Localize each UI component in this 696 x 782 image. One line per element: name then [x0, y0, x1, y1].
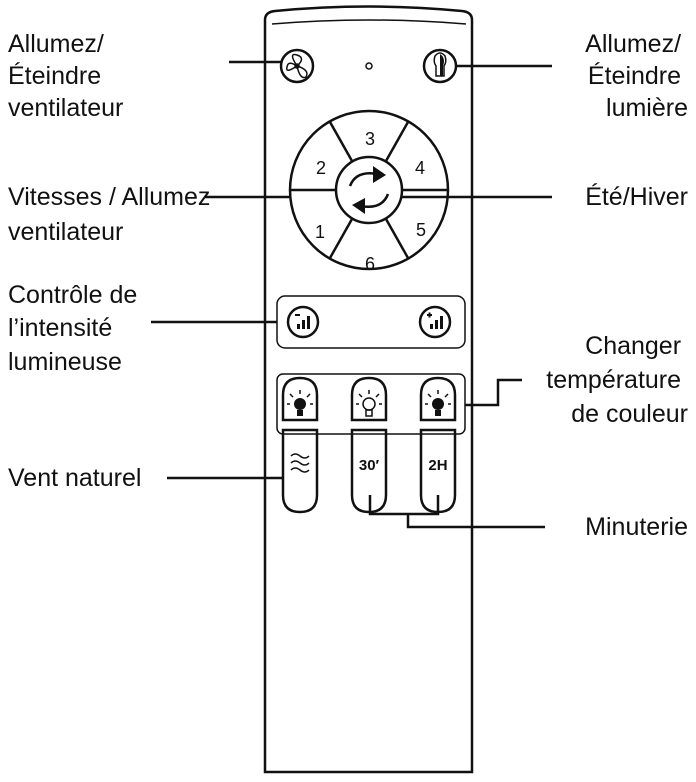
speed-button-3[interactable]: 3	[365, 129, 375, 149]
brightness-down-icon	[295, 314, 310, 329]
timer-30-label: 30′	[359, 457, 380, 474]
bulb-cool-icon	[356, 390, 382, 417]
speed-button-2[interactable]: 2	[316, 158, 326, 178]
color-neutral-button[interactable]	[419, 376, 457, 422]
color-temp-label: Changer température de couleur	[546, 332, 688, 428]
fan-power-button[interactable]	[279, 48, 315, 84]
summer-winter-icon	[348, 166, 390, 214]
light-power-button[interactable]	[422, 48, 458, 84]
light-power-label: Allumez/ Éteindre lumière	[585, 30, 688, 122]
wind-icon	[290, 453, 310, 473]
speed-button-5[interactable]: 5	[416, 220, 426, 240]
remote-top-edge	[271, 19, 467, 25]
dim-down-button[interactable]	[286, 305, 320, 339]
remote-body	[263, 5, 474, 774]
bulb-icon	[433, 52, 447, 77]
natural-wind-label: Vent naturel	[8, 464, 141, 492]
fan-power-label: Allumez/ Éteindre ventilateur	[8, 30, 123, 122]
callout-lines	[151, 60, 552, 529]
speeds-label: Vitesses / Allumez ventilateur	[8, 183, 217, 246]
bulb-neutral-icon	[425, 390, 451, 416]
season-button[interactable]	[334, 155, 404, 225]
speed-dial	[288, 109, 450, 271]
color-warm-button[interactable]	[281, 376, 319, 422]
indicator-led	[365, 62, 373, 70]
brightness-up-icon	[427, 312, 443, 329]
speed-button-6[interactable]: 6	[365, 254, 375, 274]
natural-wind-button[interactable]	[281, 428, 319, 514]
timer-2h-label: 2H	[428, 457, 447, 474]
speed-button-1[interactable]: 1	[315, 222, 325, 242]
season-label: Été/Hiver	[585, 182, 688, 211]
color-cool-button[interactable]	[350, 376, 388, 422]
fan-icon	[285, 53, 308, 79]
speed-button-4[interactable]: 4	[415, 158, 425, 178]
bulb-warm-icon	[287, 390, 313, 416]
timer-label: Minuterie	[585, 513, 688, 541]
dimmer-label: Contrôle de l’intensité lumineuse	[8, 281, 144, 376]
dim-up-button[interactable]	[418, 305, 452, 339]
